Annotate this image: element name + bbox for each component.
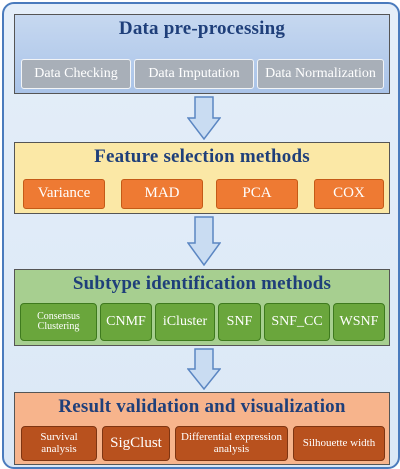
method-cnmf: CNMF bbox=[100, 303, 152, 341]
section-title: Feature selection methods bbox=[94, 146, 310, 167]
section-title: Subtype identification methods bbox=[72, 273, 332, 294]
method-sigclust: SigClust bbox=[102, 426, 170, 461]
method-differential-expression-analysis: Differential expression analysis bbox=[175, 426, 288, 461]
method-icluster: iCluster bbox=[155, 303, 215, 341]
down-arrow-icon bbox=[187, 216, 221, 266]
method-data-imputation: Data Imputation bbox=[134, 59, 254, 89]
down-arrow-icon bbox=[187, 96, 221, 140]
section-feature-selection: Feature selection methods Variance MAD P… bbox=[14, 142, 390, 214]
section-data-preprocessing: Data pre-processing Data Checking Data I… bbox=[14, 14, 390, 94]
method-mad: MAD bbox=[121, 179, 203, 209]
method-cox: COX bbox=[314, 179, 384, 209]
method-survival-analysis: Survival analysis bbox=[21, 426, 97, 461]
section-title: Data pre-processing bbox=[118, 18, 286, 39]
method-consensus-clustering: Consensus Clustering bbox=[20, 303, 97, 341]
method-snf-cc: SNF_CC bbox=[264, 303, 330, 341]
down-arrow-icon bbox=[187, 348, 221, 390]
method-data-checking: Data Checking bbox=[21, 59, 131, 89]
method-pca: PCA bbox=[216, 179, 298, 209]
method-wsnf: WSNF bbox=[333, 303, 385, 341]
method-data-normalization: Data Normalization bbox=[257, 59, 384, 89]
method-variance: Variance bbox=[23, 179, 105, 209]
section-subtype-identification: Subtype identification methods Consensus… bbox=[14, 269, 390, 346]
method-silhouette-width: Silhouette width bbox=[293, 426, 385, 461]
method-snf: SNF bbox=[218, 303, 261, 341]
section-result-validation: Result validation and visualization Surv… bbox=[14, 392, 390, 465]
section-title: Result validation and visualization bbox=[58, 396, 346, 417]
